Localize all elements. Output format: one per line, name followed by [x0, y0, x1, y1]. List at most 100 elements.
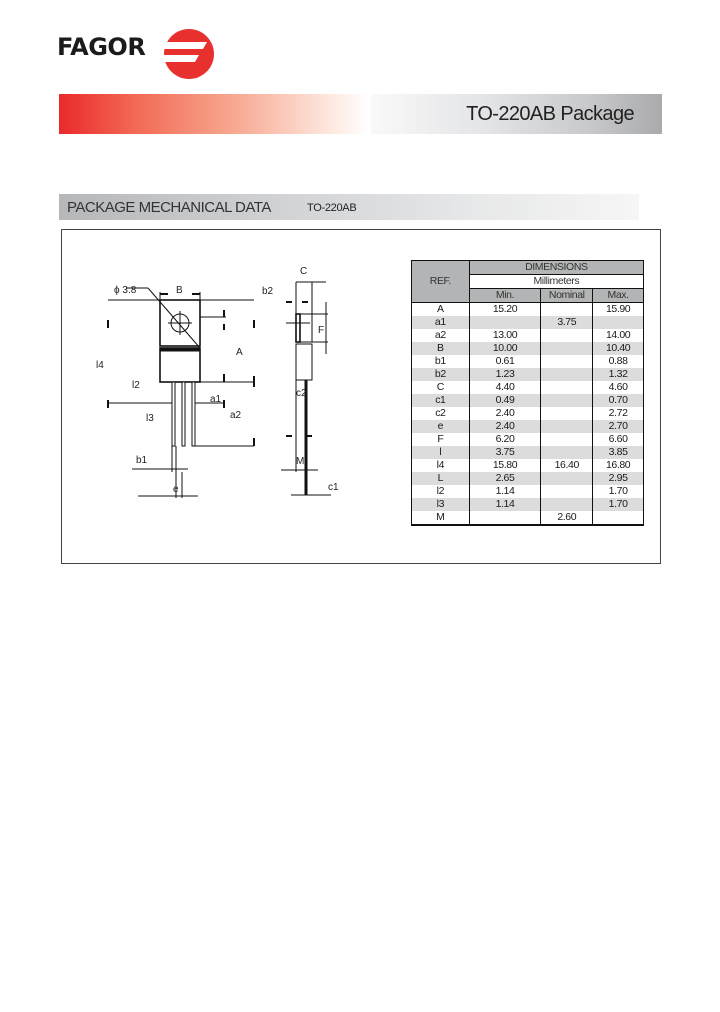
mechanical-data-frame — [61, 229, 661, 564]
cell-max: 2.70 — [592, 420, 644, 433]
cell-nom: 3.75 — [540, 316, 594, 329]
dimensions-table: REF. DIMENSIONS Millimeters Min. Nominal… — [411, 260, 645, 526]
cell-ref: l3 — [411, 498, 470, 511]
table-row: a1 3.75 — [411, 316, 644, 329]
cell-ref: l2 — [411, 485, 470, 498]
cell-min: 2.40 — [468, 420, 542, 433]
cell-ref: a1 — [411, 316, 470, 329]
cell-nom — [540, 407, 594, 420]
cell-nom — [540, 433, 594, 446]
cell-max: 6.60 — [592, 433, 644, 446]
brand-name: FAGOR — [57, 33, 146, 61]
cell-min: 15.80 — [468, 459, 542, 472]
cell-nom — [540, 446, 594, 459]
label-M: M — [296, 456, 304, 467]
label-l2: l2 — [132, 380, 140, 391]
cell-nom — [540, 381, 594, 394]
label-a2: a2 — [230, 410, 242, 421]
cell-max: 3.85 — [592, 446, 644, 459]
fagor-logo-icon — [163, 29, 214, 79]
label-C: C — [300, 266, 307, 277]
cell-nom — [540, 472, 594, 485]
col-min-header: Min. — [468, 288, 542, 303]
cell-max — [592, 511, 644, 526]
cell-max: 14.00 — [592, 329, 644, 342]
ref-header: REF. — [411, 260, 470, 303]
title-banner: TO-220AB Package — [59, 94, 662, 134]
label-hole: ϕ 3.8 — [114, 285, 137, 296]
cell-ref: C — [411, 381, 470, 394]
cell-ref: c1 — [411, 394, 470, 407]
cell-nom — [540, 485, 594, 498]
cell-nom: 16.40 — [540, 459, 594, 472]
label-e: e — [173, 484, 179, 495]
cell-min: 10.00 — [468, 342, 542, 355]
cell-ref: F — [411, 433, 470, 446]
cell-min: 3.75 — [468, 446, 542, 459]
label-l4: l4 — [96, 360, 104, 371]
cell-ref: l4 — [411, 459, 470, 472]
cell-max: 1.70 — [592, 485, 644, 498]
label-A: A — [236, 347, 243, 358]
cell-ref: b2 — [411, 368, 470, 381]
cell-nom — [540, 302, 594, 316]
unit-header: Millimeters — [468, 274, 645, 289]
cell-max — [592, 316, 644, 329]
label-F: F — [318, 325, 324, 336]
cell-min: 2.40 — [468, 407, 542, 420]
label-b1: b1 — [136, 455, 148, 466]
cell-nom — [540, 329, 594, 342]
cell-max: 2.72 — [592, 407, 644, 420]
col-nominal-header: Nominal — [540, 288, 594, 303]
cell-ref: M — [411, 511, 470, 526]
cell-nom — [540, 355, 594, 368]
banner-grey-gradient: TO-220AB Package — [371, 94, 662, 134]
cell-min: 1.14 — [468, 485, 542, 498]
cell-max: 15.90 — [592, 302, 644, 316]
label-c1: c1 — [328, 482, 339, 493]
cell-nom: 2.60 — [540, 511, 594, 526]
cell-nom — [540, 498, 594, 511]
cell-min: 2.65 — [468, 472, 542, 485]
cell-min: 1.14 — [468, 498, 542, 511]
section-package-label: TO-220AB — [307, 202, 357, 214]
cell-max: 4.60 — [592, 381, 644, 394]
banner-red-gradient — [59, 94, 369, 134]
package-outline-drawing: ϕ 3.8 B A l4 l2 l3 a1 a2 b1 e C b2 F c2 … — [96, 262, 366, 502]
fagor-logo: FAGOR — [57, 28, 217, 79]
cell-max: 2.95 — [592, 472, 644, 485]
page-title: TO-220AB Package — [466, 103, 635, 125]
table-row: M 2.60 — [411, 511, 644, 526]
cell-ref: A — [411, 302, 470, 316]
cell-min: 15.20 — [468, 302, 542, 316]
cell-min: 13.00 — [468, 329, 542, 342]
cell-min — [468, 511, 542, 526]
cell-min: 6.20 — [468, 433, 542, 446]
cell-max: 1.70 — [592, 498, 644, 511]
label-b2: b2 — [262, 286, 274, 297]
section-header: PACKAGE MECHANICAL DATA TO-220AB — [59, 194, 639, 220]
cell-max: 16.80 — [592, 459, 644, 472]
label-a1: a1 — [210, 394, 222, 405]
cell-ref: c2 — [411, 407, 470, 420]
to220-drawing-icon: ϕ 3.8 B A l4 l2 l3 a1 a2 b1 e C b2 F c2 … — [96, 266, 339, 498]
cell-max: 0.70 — [592, 394, 644, 407]
cell-ref: e — [411, 420, 470, 433]
dimensions-header: DIMENSIONS — [468, 260, 645, 275]
cell-nom — [540, 420, 594, 433]
cell-nom — [540, 368, 594, 381]
cell-max: 10.40 — [592, 342, 644, 355]
section-title: PACKAGE MECHANICAL DATA — [67, 199, 271, 216]
cell-min — [468, 316, 542, 329]
label-B: B — [176, 285, 183, 296]
